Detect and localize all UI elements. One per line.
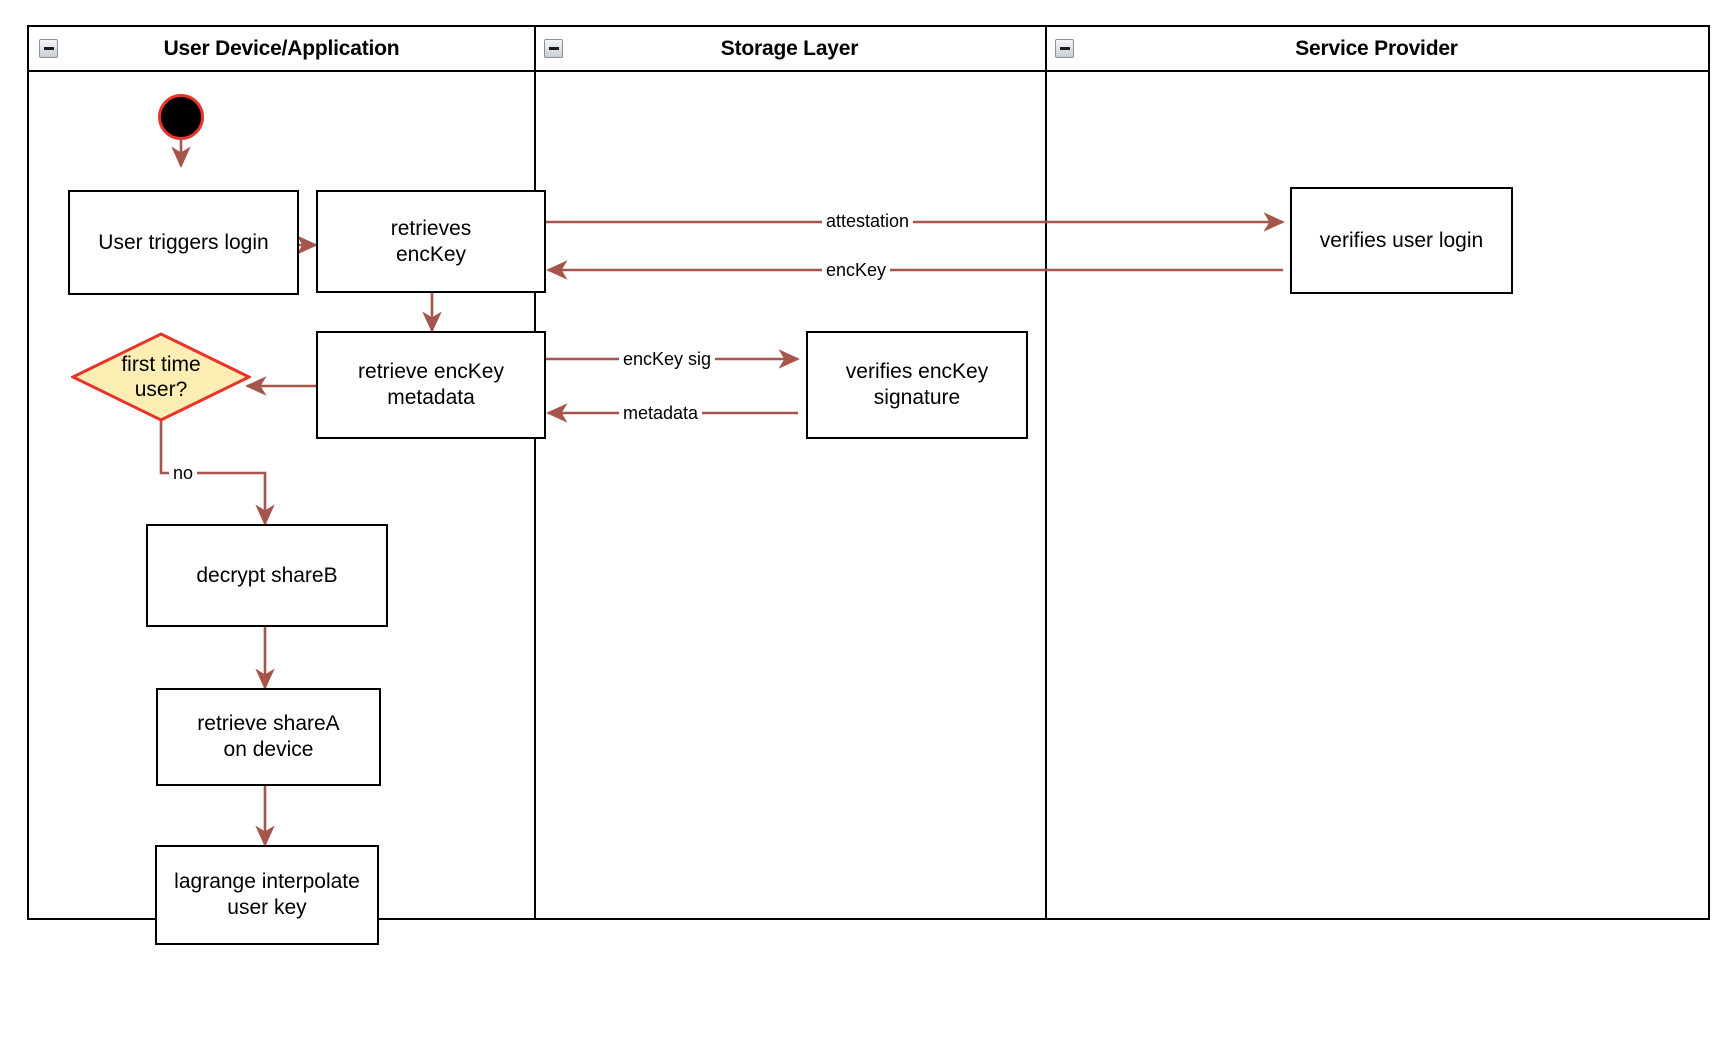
decision-first-time-user[interactable]: first time user? xyxy=(71,332,251,422)
collapse-minus-icon[interactable] xyxy=(1055,39,1074,58)
activity-verifies-enckey-signature[interactable]: verifies encKey signature xyxy=(806,331,1028,439)
activity-label: retrieve shareA on device xyxy=(197,712,340,761)
activity-retrieve-enckey-metadata[interactable]: retrieve encKey metadata xyxy=(316,331,546,439)
edge-label-attestation: attestation xyxy=(822,212,914,230)
collapse-minus-icon[interactable] xyxy=(544,39,563,58)
lane-header-storage-layer[interactable]: Storage Layer xyxy=(534,27,1045,72)
activity-label: User triggers login xyxy=(98,230,269,254)
activity-decrypt-shareb[interactable]: decrypt shareB xyxy=(146,524,388,627)
lane-divider-1 xyxy=(534,27,536,918)
lane-header-service-provider[interactable]: Service Provider xyxy=(1045,27,1708,72)
lane-title-storage-layer: Storage Layer xyxy=(720,36,859,60)
activity-label: verifies encKey signature xyxy=(845,360,989,409)
activity-label: retrieve encKey metadata xyxy=(358,360,504,409)
edge-label-enckey-sig: encKey sig xyxy=(619,350,716,368)
lane-header-user-device[interactable]: User Device/Application xyxy=(29,27,534,72)
activity-lagrange-interpolate[interactable]: lagrange interpolate user key xyxy=(155,845,379,945)
edge-label-enckey: encKey xyxy=(822,261,891,279)
activity-label: retrieves encKey xyxy=(390,216,472,266)
activity-verifies-user-login[interactable]: verifies user login xyxy=(1290,187,1513,294)
lane-title-service-provider: Service Provider xyxy=(1295,36,1458,60)
activity-label: verifies user login xyxy=(1319,228,1484,252)
start-node xyxy=(158,94,204,140)
activity-label: decrypt shareB xyxy=(196,563,338,587)
edge-label-no: no xyxy=(169,464,198,482)
activity-retrieve-sharea[interactable]: retrieve shareA on device xyxy=(156,688,381,786)
edge-label-metadata: metadata xyxy=(619,404,703,422)
decision-label: first time user? xyxy=(121,352,201,401)
activity-retrieves-enckey[interactable]: retrieves encKey xyxy=(316,190,546,293)
lane-title-user-device: User Device/Application xyxy=(163,36,400,60)
activity-user-triggers-login[interactable]: User triggers login xyxy=(68,190,299,295)
activity-label: lagrange interpolate user key xyxy=(174,870,360,919)
decision-diamond-shape xyxy=(71,332,251,422)
lane-divider-2 xyxy=(1045,27,1047,918)
collapse-minus-icon[interactable] xyxy=(39,39,58,58)
